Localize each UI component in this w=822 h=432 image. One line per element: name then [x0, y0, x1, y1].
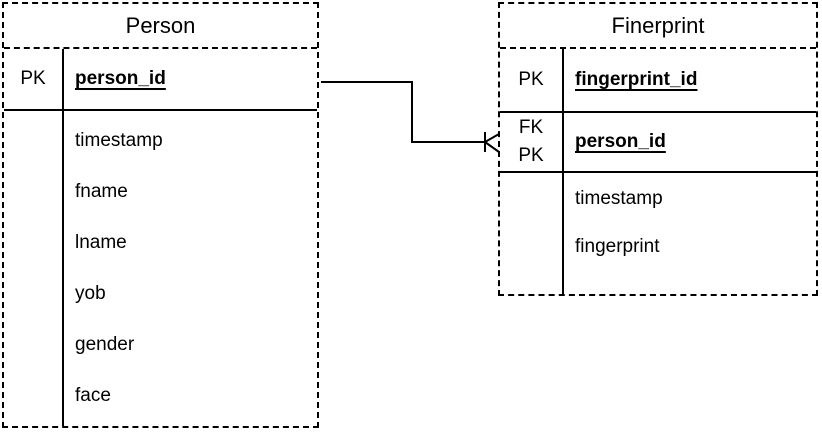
person-attr-yob: yob [75, 282, 106, 304]
person-attr-lname: lname [75, 231, 127, 253]
person-attribute-list: timestamp fname lname yob gender face [64, 111, 317, 426]
entity-person-title: Person [4, 4, 317, 49]
fingerprint-fk-label-top: FK [518, 117, 544, 138]
person-attributes-section: timestamp fname lname yob gender face [4, 111, 317, 426]
person-attr-face: face [75, 384, 111, 406]
entity-fingerprint: Finerprint PK fingerprint_id FK PK perso… [498, 2, 818, 296]
fingerprint-attribute-list: timestamp fingerprint [564, 173, 816, 294]
fingerprint-key-column-spacer [500, 173, 564, 294]
fingerprint-pk-field: fingerprint_id [575, 69, 698, 90]
person-pk-field-cell: person_id [64, 49, 317, 109]
person-attr-gender: gender [75, 333, 135, 355]
person-attr-timestamp: timestamp [75, 129, 163, 151]
fingerprint-fk-field: person_id [575, 131, 666, 152]
entity-person: Person PK person_id timestamp fname lnam… [2, 2, 319, 428]
fingerprint-fk-field-cell: person_id [564, 113, 816, 171]
crow-foot-many-icon [484, 132, 500, 153]
fingerprint-pk-row: PK fingerprint_id [500, 49, 816, 113]
entity-fingerprint-title: Finerprint [500, 4, 816, 49]
person-pk-row: PK person_id [4, 49, 317, 111]
fingerprint-attr-timestamp: timestamp [575, 188, 663, 209]
fingerprint-fk-label-bottom: PK [518, 145, 544, 166]
fingerprint-pk-label: PK [500, 49, 564, 111]
fingerprint-fk-row: FK PK person_id [500, 113, 816, 173]
fingerprint-pk-field-cell: fingerprint_id [564, 49, 816, 111]
relationship-line [321, 81, 485, 143]
fingerprint-fk-labels: FK PK [500, 113, 564, 171]
person-pk-field: person_id [75, 68, 166, 89]
person-pk-label: PK [4, 49, 64, 109]
person-attr-fname: fname [75, 180, 128, 202]
fingerprint-attributes-section: timestamp fingerprint [500, 173, 816, 294]
fingerprint-attr-fingerprint: fingerprint [575, 236, 660, 257]
person-key-column-spacer [4, 111, 64, 426]
